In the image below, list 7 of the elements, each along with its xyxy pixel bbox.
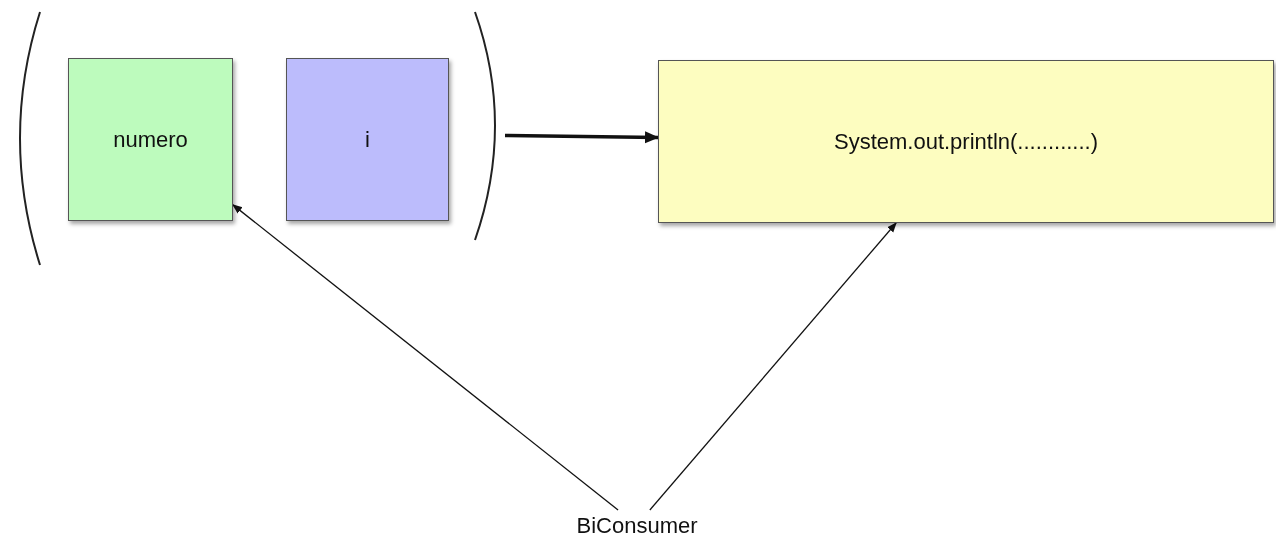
arrow — [649, 222, 897, 511]
variable-box: i — [286, 58, 449, 221]
statement-box: System.out.println(............) — [658, 60, 1274, 223]
node-text: BiConsumer — [577, 510, 697, 540]
variable-box: numero — [68, 58, 233, 221]
arrow — [504, 131, 659, 144]
arrow — [232, 204, 619, 511]
